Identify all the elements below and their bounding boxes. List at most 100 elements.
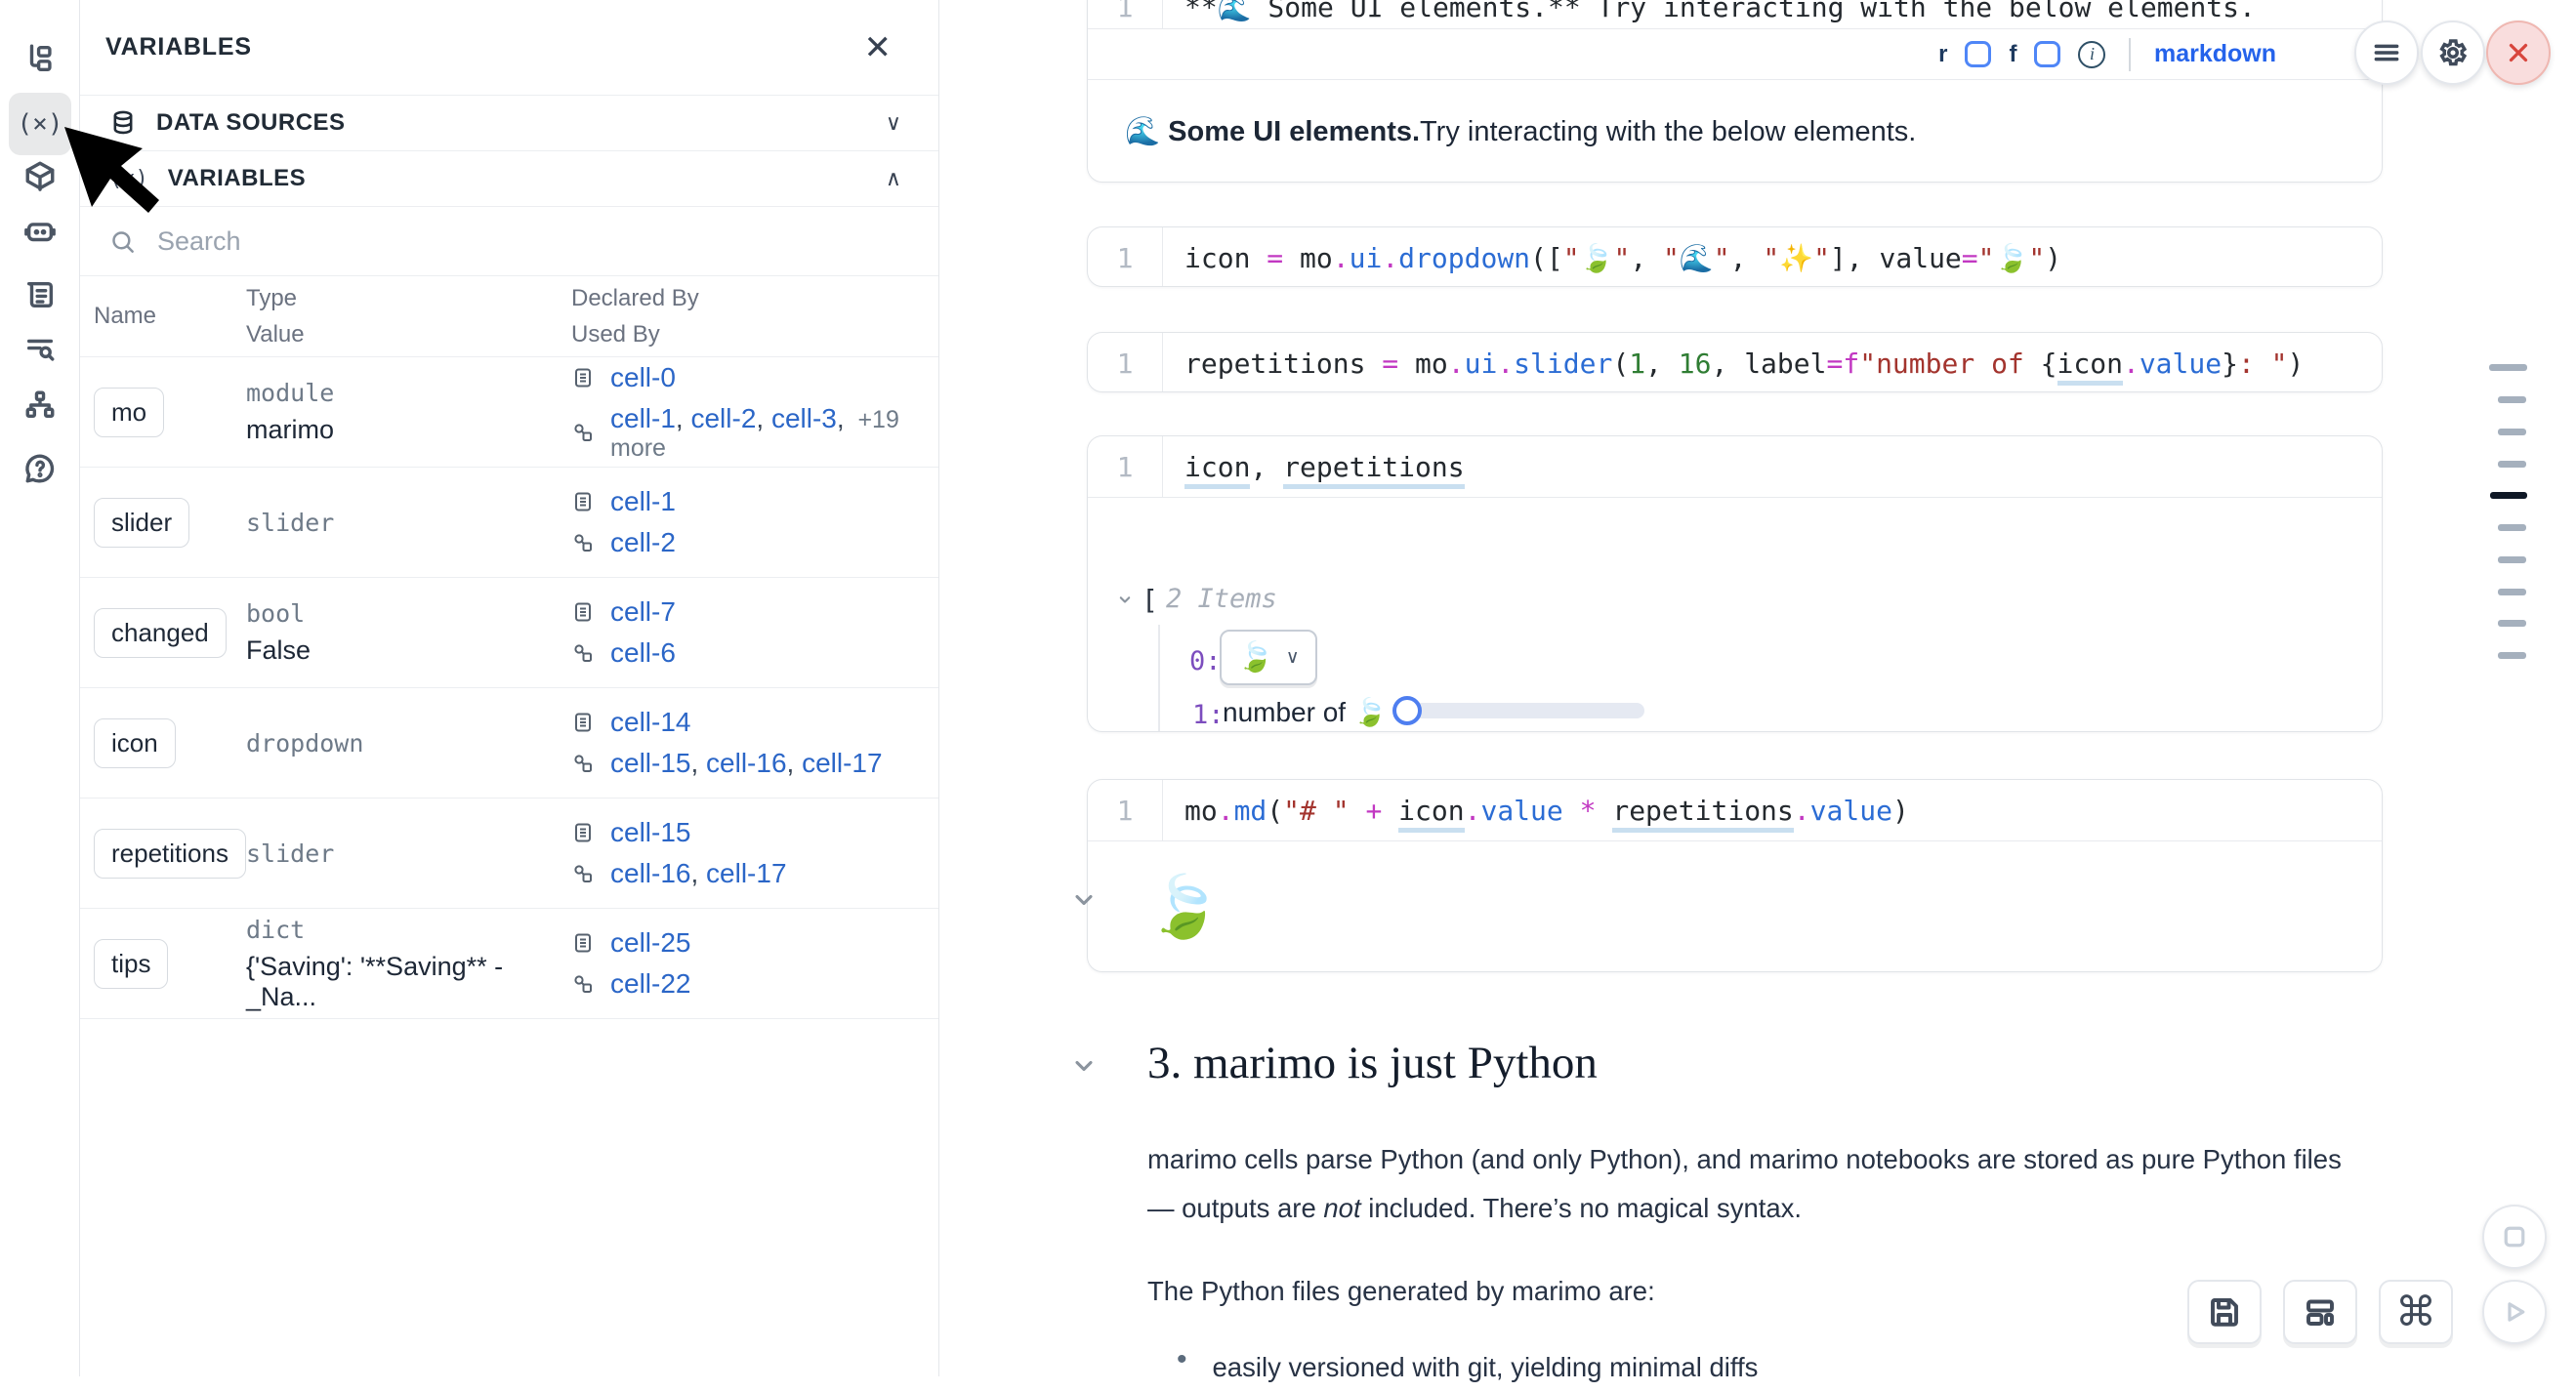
cell-markdown-intro[interactable]: 1 **🌊 Some UI elements.** Try interactin… xyxy=(1087,0,2383,183)
slider-thumb[interactable] xyxy=(1392,696,1422,725)
format-toggle-label: f xyxy=(2009,40,2017,67)
cell-link[interactable]: cell-16 xyxy=(610,858,691,888)
code-editor[interactable]: 1 repetitions = mo.ui.slider(1, 16, labe… xyxy=(1088,333,2382,391)
minimap-dash[interactable] xyxy=(2498,396,2526,403)
used-by-icon xyxy=(574,424,592,441)
minimap-dash[interactable] xyxy=(2498,589,2526,595)
cell-md-expr[interactable]: 1 mo.md("# " + icon.value * repetitions.… xyxy=(1087,779,2383,972)
cell-link[interactable]: cell-25 xyxy=(610,927,691,958)
chevron-down-icon[interactable]: ∨ xyxy=(885,110,901,135)
variables-panel: VARIABLES ✕ DATA SOURCES ∨ (x) VARIABLES… xyxy=(80,0,939,1376)
close-panel-icon[interactable]: ✕ xyxy=(863,28,893,66)
cell-toolbar: r f i markdown xyxy=(1088,29,2382,79)
variable-name-chip[interactable]: changed xyxy=(94,607,227,658)
minimap-dash[interactable] xyxy=(2498,620,2526,627)
minimap-dash[interactable] xyxy=(2489,364,2527,371)
output-text: Try interacting with the below elements. xyxy=(1420,115,1917,147)
declared-by-icon xyxy=(575,492,591,512)
code-editor[interactable]: 1 icon, repetitions xyxy=(1088,436,2382,497)
dependency-graph-icon[interactable] xyxy=(9,374,71,436)
layout-button[interactable] xyxy=(2283,1280,2357,1344)
cell-link[interactable]: cell-1 xyxy=(610,486,676,516)
snippets-icon[interactable] xyxy=(9,264,71,326)
dropdown-select[interactable]: 🍃 ∨ xyxy=(1220,630,1317,685)
cell-link[interactable]: cell-17 xyxy=(706,858,787,888)
variables-icon[interactable]: (×) xyxy=(9,93,71,155)
cell-link[interactable]: cell-0 xyxy=(610,361,676,392)
variable-name-chip[interactable]: icon xyxy=(94,717,176,768)
code-editor[interactable]: 1 mo.md("# " + icon.value * repetitions.… xyxy=(1088,780,2382,840)
settings-button[interactable] xyxy=(2421,20,2485,85)
cell-link[interactable]: cell-14 xyxy=(610,707,691,737)
tree-collapse-icon[interactable] xyxy=(1115,590,1135,614)
reactive-checkbox[interactable] xyxy=(1965,41,1992,67)
variable-value: marimo xyxy=(246,415,335,444)
cell-link[interactable]: cell-7 xyxy=(610,596,676,627)
section-collapse-icon[interactable] xyxy=(1070,1052,1098,1085)
cell-dropdown-def[interactable]: 1 icon = mo.ui.dropdown(["🍃", "🌊", "✨"],… xyxy=(1087,226,2383,287)
cell-link[interactable]: cell-17 xyxy=(802,748,883,778)
cell-link[interactable]: cell-6 xyxy=(610,637,676,668)
cell-tuple[interactable]: 1 icon, repetitions [ 2 Items 0: 🍃 ∨ 1: … xyxy=(1087,435,2383,732)
packages-icon[interactable] xyxy=(9,144,71,207)
minimap-dash[interactable] xyxy=(2498,429,2526,435)
cell-link[interactable]: cell-2 xyxy=(690,402,757,433)
variable-type: slider xyxy=(246,508,335,537)
chevron-down-icon: ∨ xyxy=(1285,647,1300,668)
help-icon[interactable] xyxy=(9,437,71,500)
shutdown-button[interactable] xyxy=(2486,20,2551,85)
format-checkbox[interactable] xyxy=(2034,41,2061,67)
variable-name-chip[interactable]: tips xyxy=(94,938,169,989)
cell-link[interactable]: cell-2 xyxy=(610,527,676,557)
command-palette-button[interactable]: ⌘ xyxy=(2379,1280,2453,1344)
cell-link[interactable]: cell-3 xyxy=(770,402,837,433)
logs-icon[interactable] xyxy=(9,318,71,381)
menu-button[interactable] xyxy=(2354,20,2419,85)
cell-link[interactable]: cell-22 xyxy=(610,968,691,999)
minimap-dash[interactable] xyxy=(2498,652,2526,659)
stop-button[interactable] xyxy=(2482,1205,2547,1269)
section-data-sources[interactable]: DATA SOURCES ∨ xyxy=(80,96,938,151)
line-number: 1 xyxy=(1088,0,1163,28)
code-line: icon, repetitions xyxy=(1163,450,1465,489)
cell-slider-def[interactable]: 1 repetitions = mo.ui.slider(1, 16, labe… xyxy=(1087,332,2383,392)
variable-name-chip[interactable]: mo xyxy=(94,387,165,437)
bullet-dot: • xyxy=(1177,1343,1187,1375)
cell-link[interactable]: cell-16 xyxy=(706,748,787,778)
settings-gear-icon xyxy=(2439,39,2468,66)
variable-type: bool xyxy=(246,599,306,628)
code-editor[interactable]: 1 **🌊 Some UI elements.** Try interactin… xyxy=(1088,0,2382,28)
search-input[interactable] xyxy=(157,225,743,257)
info-icon[interactable]: i xyxy=(2078,40,2106,68)
minimap-dash[interactable] xyxy=(2498,524,2526,531)
run-button[interactable] xyxy=(2482,1280,2547,1344)
col-type: Type xyxy=(246,284,298,311)
section-variables[interactable]: (x) VARIABLES ∧ xyxy=(80,151,938,207)
code-editor[interactable]: 1 icon = mo.ui.dropdown(["🍃", "🌊", "✨"],… xyxy=(1088,227,2382,286)
chevron-up-icon[interactable]: ∧ xyxy=(885,166,901,190)
code-line: repetitions = mo.ui.slider(1, 16, label=… xyxy=(1163,347,2304,386)
slider-track[interactable] xyxy=(1400,703,1644,718)
minimap-dash[interactable] xyxy=(2490,492,2527,499)
minimap-dash[interactable] xyxy=(2498,461,2526,468)
minimap-dash[interactable] xyxy=(2498,556,2526,563)
save-button[interactable] xyxy=(2187,1280,2262,1344)
paragraph: marimo cells parse Python (and only Pyth… xyxy=(1147,1135,2368,1233)
language-badge[interactable]: markdown xyxy=(2153,40,2276,67)
used-by-icon xyxy=(574,644,592,662)
declared-by-icon xyxy=(575,368,591,387)
file-tree-icon[interactable] xyxy=(9,27,71,90)
more-cells-label[interactable]: +19 more xyxy=(610,405,899,462)
cell-link[interactable]: cell-1 xyxy=(610,402,676,433)
cell-link[interactable]: cell-15 xyxy=(610,748,691,778)
tree-guide-line xyxy=(1158,625,1160,731)
ai-assistant-icon[interactable] xyxy=(9,200,71,263)
cell-link[interactable]: cell-15 xyxy=(610,817,691,847)
dropdown-value: 🍃 xyxy=(1237,641,1274,674)
variable-name-chip[interactable]: slider xyxy=(94,497,190,548)
variable-name-chip[interactable]: repetitions xyxy=(94,828,246,879)
cell-collapse-icon[interactable] xyxy=(1070,886,1098,919)
